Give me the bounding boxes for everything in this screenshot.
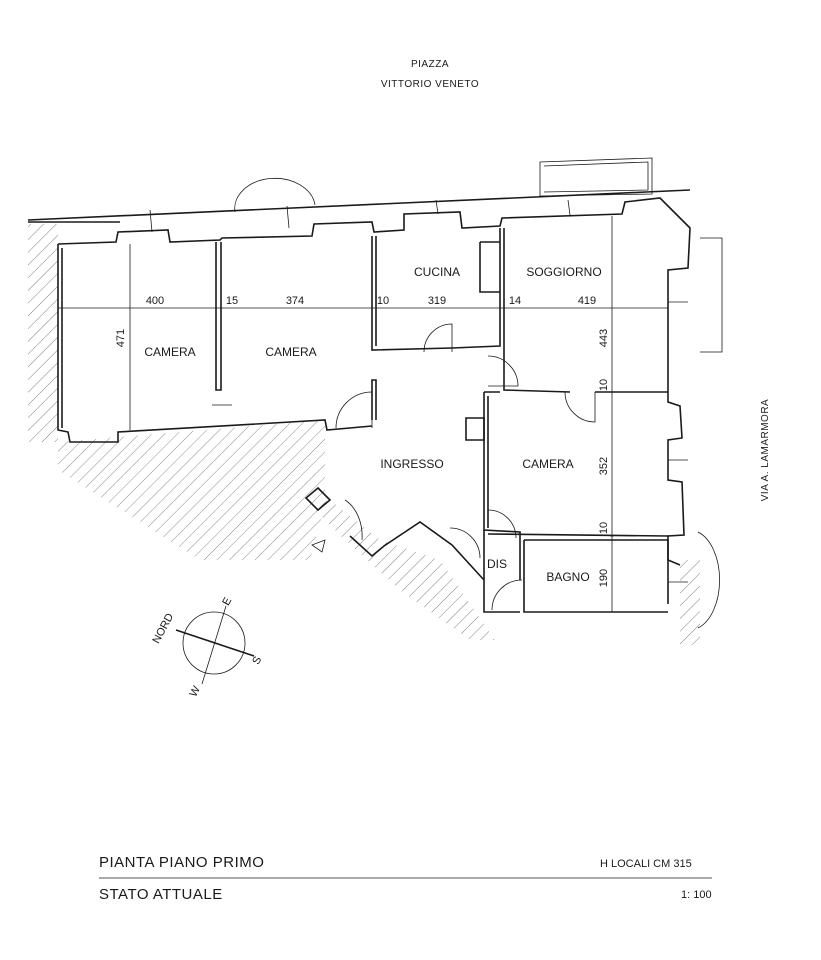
dim-10-a: 10 xyxy=(377,295,389,307)
compass-w: W xyxy=(188,684,204,699)
dim-419: 419 xyxy=(578,295,596,307)
dim-10-b: 10 xyxy=(598,379,610,391)
dim-319: 319 xyxy=(428,295,446,307)
door-swings xyxy=(335,323,596,611)
partition-walls xyxy=(212,242,232,406)
entrance-arrow-icon xyxy=(311,539,326,553)
dim-14: 14 xyxy=(509,295,521,307)
drawing-subtitle: STATO ATTUALE xyxy=(99,886,223,903)
room-ingresso: INGRESSO xyxy=(380,457,443,471)
dimension-lines xyxy=(58,216,668,612)
hatched-exterior xyxy=(28,224,700,645)
window-marks xyxy=(149,199,688,583)
room-height-note: H LOCALI CM 315 xyxy=(600,858,692,870)
balconies xyxy=(234,157,723,629)
compass-e: E xyxy=(220,596,234,608)
street-top-line1: PIAZZA xyxy=(411,59,449,70)
dim-400: 400 xyxy=(146,295,164,307)
drawing-title: PIANTA PIANO PRIMO xyxy=(99,854,265,871)
street-right: VIA A. LAMARMORA xyxy=(760,399,771,501)
compass-nord: NORD xyxy=(150,611,176,645)
drawing-scale: 1: 100 xyxy=(681,889,712,901)
room-bagno: BAGNO xyxy=(546,570,589,584)
room-soggiorno: SOGGIORNO xyxy=(526,265,601,279)
room-camera-3: CAMERA xyxy=(522,457,573,471)
compass-rose xyxy=(175,605,255,685)
dim-352: 352 xyxy=(598,457,610,475)
dim-471: 471 xyxy=(115,329,127,347)
room-cucina: CUCINA xyxy=(414,265,460,279)
room-camera-1: CAMERA xyxy=(144,345,195,359)
room-camera-2: CAMERA xyxy=(265,345,316,359)
room-dis: DIS xyxy=(487,557,507,571)
dim-443: 443 xyxy=(598,329,610,347)
dim-374: 374 xyxy=(286,295,304,307)
dim-190: 190 xyxy=(598,569,610,587)
compass-s: S xyxy=(250,655,264,667)
dim-10-c: 10 xyxy=(598,522,610,534)
dim-15: 15 xyxy=(226,295,238,307)
street-top-line2: VITTORIO VENETO xyxy=(381,79,479,90)
